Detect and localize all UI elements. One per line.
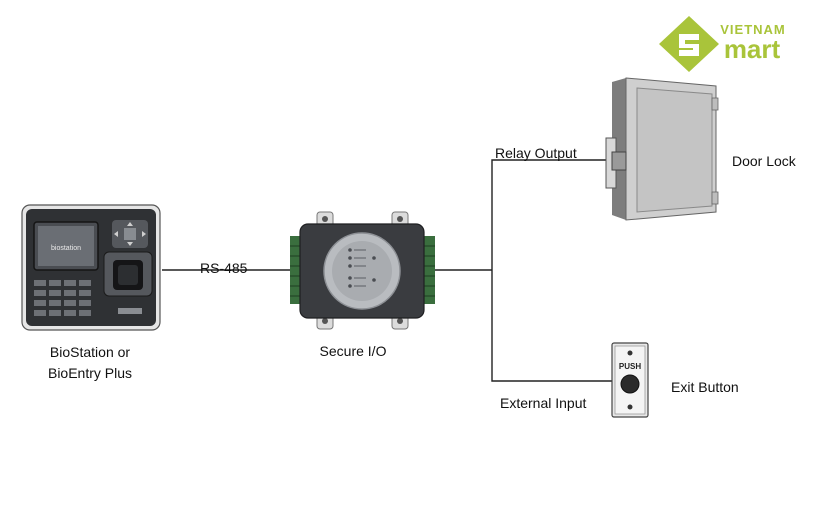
secure-io-device [290, 211, 435, 330]
reader-screen-brand: biostation [51, 245, 81, 252]
rs485-label: RS-485 [200, 260, 248, 276]
door-lock-device [605, 77, 719, 221]
secure-io-label: Secure I/O [319, 343, 387, 359]
push-button-icon [620, 374, 640, 394]
logo-top-text: VIETNAM [720, 22, 786, 37]
logo-bottom-text: mart [724, 34, 781, 64]
reader-label-line1: BioStation or [49, 344, 131, 360]
relay-output-label: Relay Output [495, 145, 577, 161]
external-input-label: External Input [500, 395, 587, 411]
exit-button-label: Exit Button [671, 379, 739, 395]
connection-lines [162, 159, 612, 382]
external-input-line [491, 270, 612, 382]
biostation-device: biostation [21, 204, 161, 331]
relay-output-line [491, 159, 612, 270]
push-label: PUSH [619, 362, 641, 371]
exit-button-device: PUSH [611, 342, 649, 418]
keypad-icon [34, 280, 91, 316]
reader-label-line2: BioEntry Plus [47, 365, 133, 381]
door-lock-label: Door Lock [732, 153, 796, 169]
vietnam-smart-logo: VIETNAM mart [659, 16, 786, 72]
